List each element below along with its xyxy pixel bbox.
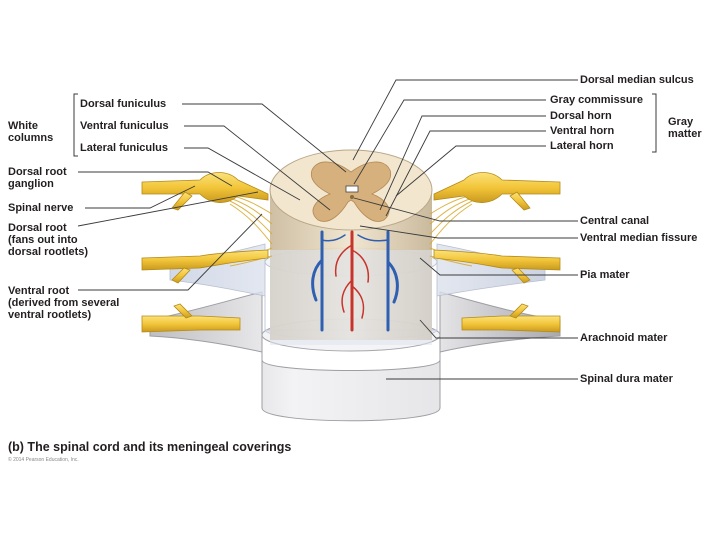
label-brackets <box>73 93 657 157</box>
figure-credit: © 2014 Pearson Education, Inc. <box>8 457 79 463</box>
label-spinal-dura-mater: Spinal dura mater <box>580 373 673 385</box>
label-gray-commissure: Gray commissure <box>550 94 643 106</box>
label-central-canal: Central canal <box>580 215 650 227</box>
label-dorsal-root-ganglion: Dorsal root ganglion <box>8 166 67 190</box>
figure-caption: (b) The spinal cord and its meningeal co… <box>8 440 292 454</box>
label-lateral-horn: Lateral horn <box>550 140 614 152</box>
gray-matter <box>310 161 392 222</box>
label-lateral-funiculus: Lateral funiculus <box>80 142 169 154</box>
label-gray-matter: Gray matter <box>668 116 702 140</box>
label-ventral-root: Ventral root (derived from several ventr… <box>8 285 120 321</box>
label-spinal-nerve: Spinal nerve <box>8 202 74 214</box>
label-dorsal-median-sulcus: Dorsal median sulcus <box>580 74 694 86</box>
blood-vessels <box>311 230 399 332</box>
right-spinal-nerves <box>433 172 561 333</box>
leader-lines <box>77 79 578 380</box>
label-dorsal-horn: Dorsal horn <box>550 110 612 122</box>
label-ventral-horn: Ventral horn <box>550 125 615 137</box>
label-dorsal-root: Dorsal root (fans out into dorsal rootle… <box>8 222 89 258</box>
label-ventral-median-fissure: Ventral median fissure <box>580 232 698 244</box>
label-white-columns: White columns <box>8 120 54 144</box>
label-pia-mater: Pia mater <box>580 269 630 281</box>
label-ventral-funiculus: Ventral funiculus <box>80 120 169 132</box>
label-arachnoid-mater: Arachnoid mater <box>580 332 668 344</box>
left-spinal-nerves <box>141 172 269 333</box>
label-dorsal-funiculus: Dorsal funiculus <box>80 98 167 110</box>
